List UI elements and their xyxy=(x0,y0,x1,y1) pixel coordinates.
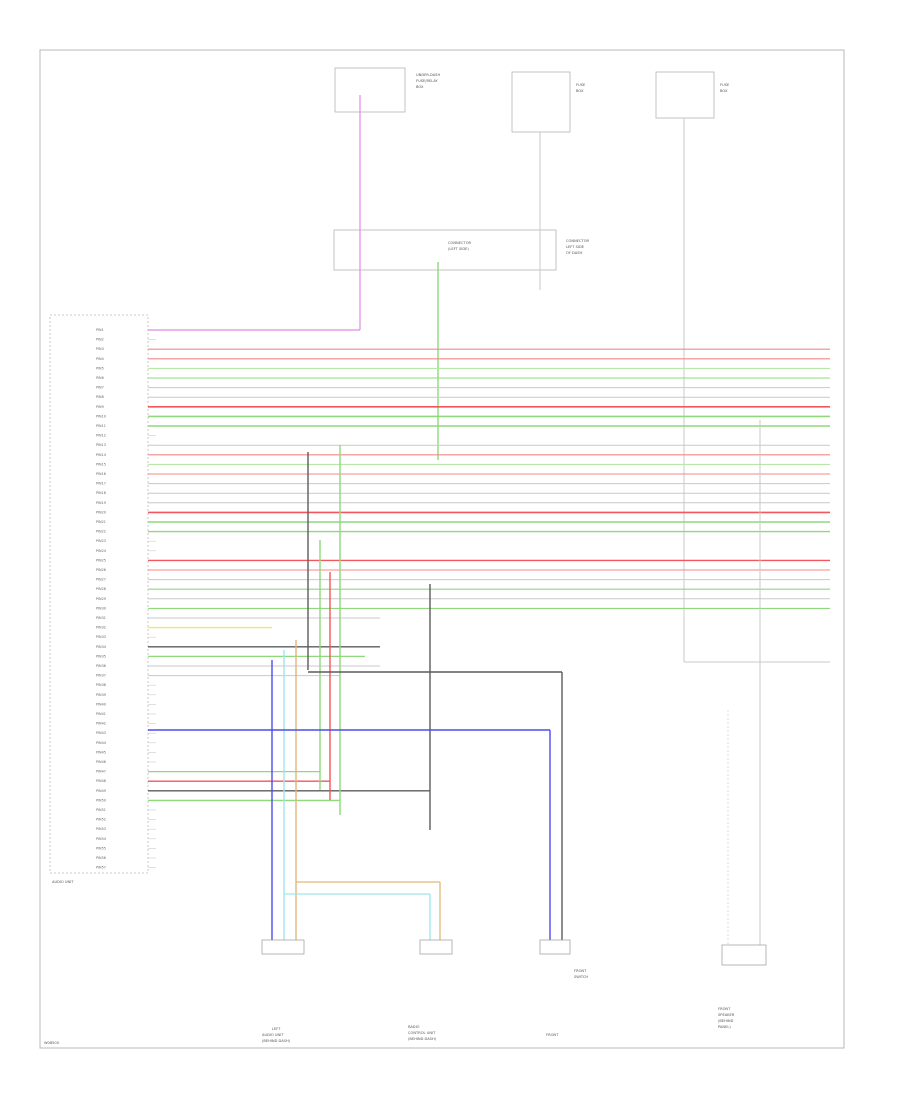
pin-label: PIN33 xyxy=(96,635,106,639)
footer-code: W08500 xyxy=(44,1041,60,1045)
audio-unit-box xyxy=(49,314,149,874)
diagram-border xyxy=(39,49,845,1049)
front-switch-label-1: FRONT xyxy=(574,969,587,973)
pin-label: PIN48 xyxy=(96,779,106,783)
connector-center-component: CONNECTOR (LEFT SIDE) CONNECTOR LEFT SID… xyxy=(333,229,590,271)
bottom-center-label-3: (BEHIND DASH) xyxy=(408,1037,437,1041)
pin-label: PIN32 xyxy=(96,626,106,630)
bottom-connector-left: LEFT AUDIO UNIT (BEHIND DASH) xyxy=(261,939,305,1043)
pin-label: PIN19 xyxy=(96,501,106,505)
pin-label: PIN13 xyxy=(96,443,106,447)
pin-label: PIN49 xyxy=(96,789,106,793)
pin-label: PIN20 xyxy=(96,510,106,514)
bottom-connector-right: FRONT SPEAKER (BEHIND PANEL) xyxy=(718,944,767,1029)
connector-center-label-2: (LEFT SIDE) xyxy=(448,247,469,251)
pin-label: PIN38 xyxy=(96,683,106,687)
pin-label: PIN2 xyxy=(96,338,104,342)
pin-label: PIN51 xyxy=(96,808,106,812)
pin-label: PIN6 xyxy=(96,376,104,380)
connector-right-label-3: OF DASH xyxy=(566,251,582,255)
pin-label: PIN42 xyxy=(96,722,106,726)
bottom-left-label-3: (BEHIND DASH) xyxy=(262,1039,291,1043)
bottom-left-label-1: LEFT xyxy=(272,1027,281,1031)
pin-label: PIN8 xyxy=(96,395,104,399)
pin-label: PIN7 xyxy=(96,386,104,390)
pin-label: PIN18 xyxy=(96,491,106,495)
bottom-right-label-4: PANEL) xyxy=(718,1025,731,1029)
pin-label: PIN22 xyxy=(96,530,106,534)
pin-label: PIN25 xyxy=(96,558,106,562)
pin-label: PIN34 xyxy=(96,645,106,649)
pin-label: PIN39 xyxy=(96,693,106,697)
pin-label: PIN57 xyxy=(96,866,106,870)
pin-label: PIN37 xyxy=(96,674,106,678)
bottom-left-label-2: AUDIO UNIT xyxy=(262,1033,284,1037)
pin-label: PIN54 xyxy=(96,837,106,841)
fuse-right-2-label-1: FUSE xyxy=(720,83,730,87)
pin-label: PIN3 xyxy=(96,347,104,351)
underdash-fuse-label-3: BOX xyxy=(416,85,424,89)
pin-label: PIN40 xyxy=(96,702,106,706)
pin-label-group: PIN1PIN2PIN3PIN4PIN5PIN6PIN7PIN8PIN9PIN1… xyxy=(96,328,156,870)
connector-right-label-1: CONNECTOR xyxy=(566,239,590,243)
bottom-center-label-2: CONTROL UNIT xyxy=(408,1031,436,1035)
pin-label: PIN35 xyxy=(96,654,106,658)
connector-center-label-1: CONNECTOR xyxy=(448,241,472,245)
pin-label: PIN26 xyxy=(96,568,106,572)
pin-label: PIN4 xyxy=(96,357,104,361)
underdash-fuse-label-2: FUSE/RELAY xyxy=(416,79,438,83)
fuse-right-2-component: FUSE BOX xyxy=(655,71,730,119)
pin-label: PIN21 xyxy=(96,520,106,524)
fuse-right-1-label-2: BOX xyxy=(576,89,584,93)
pin-label: PIN52 xyxy=(96,818,106,822)
pin-label: PIN30 xyxy=(96,606,106,610)
bottom-center-label-1: RADIO xyxy=(408,1025,420,1029)
pin-label: PIN10 xyxy=(96,414,106,418)
bottom-connector-switch: FRONT FRONT SWITCH xyxy=(539,939,588,1037)
bottom-right-label-2: SPEAKER xyxy=(718,1013,735,1017)
pin-label: PIN17 xyxy=(96,482,106,486)
fuse-right-1-label-1: FUSE xyxy=(576,83,586,87)
pin-label: PIN43 xyxy=(96,731,106,735)
bottom-right-label-3: (BEHIND xyxy=(718,1019,734,1023)
bottom-connector-center: RADIO CONTROL UNIT (BEHIND DASH) xyxy=(408,939,453,1041)
pin-label: PIN23 xyxy=(96,539,106,543)
pin-label: PIN47 xyxy=(96,770,106,774)
front-switch-label-2: SWITCH xyxy=(574,975,588,979)
fuse-right-2-label-2: BOX xyxy=(720,89,728,93)
pin-label: PIN31 xyxy=(96,616,106,620)
pin-label: PIN11 xyxy=(96,424,106,428)
fuse-right-1-component: FUSE BOX xyxy=(511,71,586,133)
pin-label: PIN16 xyxy=(96,472,106,476)
pin-label: PIN1 xyxy=(96,328,104,332)
pin-label: PIN9 xyxy=(96,405,104,409)
underdash-fuse-label-1: UNDER-DASH xyxy=(416,73,440,77)
pin-label: PIN46 xyxy=(96,760,106,764)
pin-label: PIN41 xyxy=(96,712,106,716)
pin-label: PIN53 xyxy=(96,827,106,831)
bus-line-group xyxy=(148,348,830,802)
pin-label: PIN45 xyxy=(96,750,106,754)
underdash-fuse-component: UNDER-DASH FUSE/RELAY BOX xyxy=(334,67,440,113)
pin-label: PIN55 xyxy=(96,846,106,850)
pin-label: PIN44 xyxy=(96,741,106,745)
pin-label: PIN56 xyxy=(96,856,106,860)
audio-unit-label: AUDIO UNIT xyxy=(52,880,74,884)
pin-label: PIN14 xyxy=(96,453,106,457)
connector-right-label-2: LEFT SIDE xyxy=(566,245,585,249)
pin-label: PIN28 xyxy=(96,587,106,591)
bottom-small-label: FRONT xyxy=(546,1033,559,1037)
pin-label: PIN50 xyxy=(96,798,106,802)
bottom-right-label-1: FRONT xyxy=(718,1007,731,1011)
pin-label: PIN29 xyxy=(96,597,106,601)
pin-label: PIN12 xyxy=(96,434,106,438)
pin-label: PIN5 xyxy=(96,366,104,370)
pin-label: PIN24 xyxy=(96,549,106,553)
pin-label: PIN27 xyxy=(96,578,106,582)
pin-label: PIN15 xyxy=(96,462,106,466)
pin-label: PIN36 xyxy=(96,664,106,668)
